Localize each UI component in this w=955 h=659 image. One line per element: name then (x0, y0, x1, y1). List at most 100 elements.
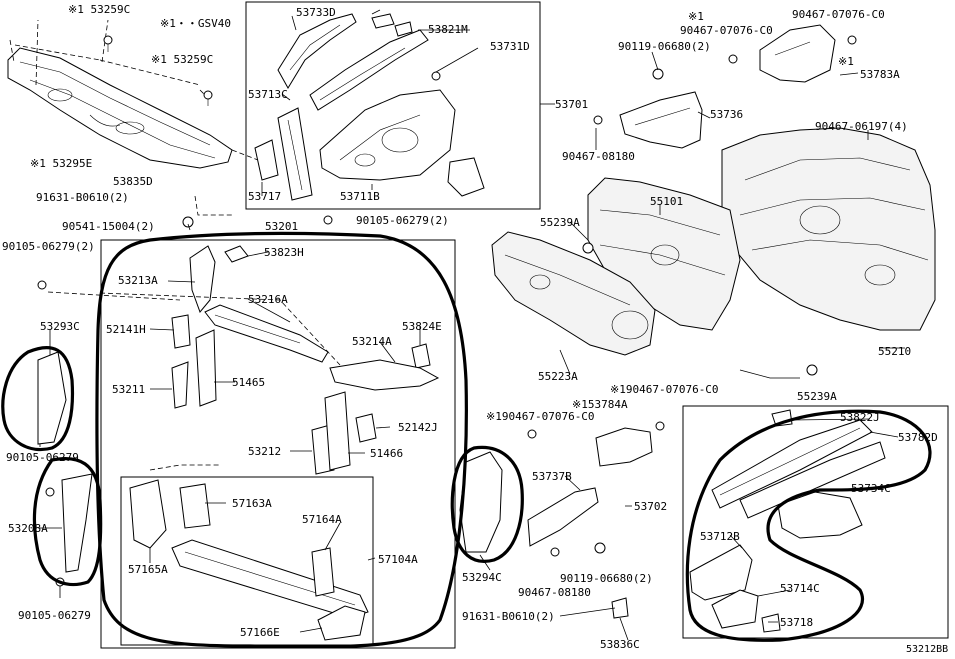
label-53701: 53701 (555, 98, 588, 111)
bracket-52141H (171, 314, 191, 349)
bolt-icon (431, 71, 441, 81)
label-53293C: 53293C (40, 320, 80, 333)
label-53214A: 53214A (352, 335, 392, 348)
bolt-icon (847, 35, 857, 45)
label-53731D: 53731D (490, 40, 530, 53)
bracket-53824E (411, 343, 431, 369)
label-53212: 53212 (248, 445, 281, 458)
label-53736: 53736 (710, 108, 743, 121)
bolt-icon (593, 115, 603, 125)
label-55210: 55210 (878, 345, 911, 358)
bracket-dashpanel-small (447, 157, 485, 197)
leader-lines (38, 9, 905, 641)
box-apron (682, 405, 949, 639)
bracket-53737B (527, 487, 599, 547)
label-note-1a: ※1 (688, 10, 704, 23)
label-53823H: 53823H (264, 246, 304, 259)
label-90467-a: 90467-07076-C0 (680, 24, 773, 37)
label-53216A: 53216A (248, 293, 288, 306)
label-53783A: 53783A (860, 68, 900, 81)
bracket-57163A (179, 483, 211, 529)
label-53717: 53717 (248, 190, 281, 203)
clip-icon (806, 364, 818, 376)
label-53835D: 53835D (113, 175, 153, 188)
label-90105-c: 90105-06279 (6, 451, 79, 464)
bracket-57166E (317, 605, 366, 641)
nut-icon (182, 216, 194, 228)
housing-53734C (777, 491, 863, 539)
label-55223A: 55223A (538, 370, 578, 383)
brace-53211 (171, 329, 217, 409)
label-91631-a: 91631-B0610(2) (36, 191, 129, 204)
clip-icon (582, 242, 594, 254)
insulator-55223A (491, 231, 656, 356)
bolt-icon (655, 421, 665, 431)
bolt-icon (45, 487, 55, 497)
box-upper-dash (245, 1, 541, 210)
insulator-55210 (721, 127, 936, 331)
label-53784A: ※153784A (572, 398, 628, 411)
label-53824E: 53824E (402, 320, 442, 333)
label-53211: 53211 (112, 383, 145, 396)
label-53712B: 53712B (700, 530, 740, 543)
cowl-panel-53295E (7, 47, 233, 169)
bracket-52142J (355, 413, 377, 443)
label-53295E: ※1 53295E (30, 157, 92, 170)
label-51466: 51466 (370, 447, 403, 460)
bracket-53823H (224, 245, 249, 263)
bracket-57165A (129, 479, 167, 549)
member-53712B (689, 544, 753, 601)
bolt-icon (550, 547, 560, 557)
label-90467-b: 90467-07076-C0 (792, 8, 885, 21)
label-90467-d: 90467-06197(4) (815, 120, 908, 133)
bolt-icon (728, 54, 738, 64)
label-53702: 53702 (634, 500, 667, 513)
label-53782D: 53782D (898, 431, 938, 444)
label-57165A: 57165A (128, 563, 168, 576)
nut-icon (594, 542, 606, 554)
label-90105-d: 90105-06279 (18, 609, 91, 622)
highlight-circle-53208A (32, 456, 103, 587)
member-53714C (711, 589, 759, 629)
bracket-53784A (595, 427, 653, 467)
label-53821M: 53821M (428, 23, 468, 36)
label-53711B: 53711B (340, 190, 380, 203)
clip-icon (103, 35, 213, 106)
label-53713C: 53713C (248, 88, 288, 101)
brace-53212 (311, 391, 351, 475)
label-90467-c: 90467-08180 (562, 150, 635, 163)
highlight-circle-apron (685, 409, 932, 642)
label-57164A: 57164A (302, 513, 342, 526)
label-90119-b: 90119-06680(2) (560, 572, 653, 585)
label-53208A: 53208A (8, 522, 48, 535)
bolt-icon (323, 215, 333, 225)
label-55239A-a: 55239A (540, 216, 580, 229)
seal-53293C (37, 351, 67, 445)
label-90541: 90541-15004(2) (62, 220, 155, 233)
label-53201: 53201 (265, 220, 298, 233)
label-52141H: 52141H (106, 323, 146, 336)
support-53216A (204, 304, 329, 363)
label-57104A: 57104A (378, 553, 418, 566)
highlight-circle-53294C (450, 445, 524, 563)
label-90105-a: 90105-06279(2) (356, 214, 449, 227)
label-53733D: 53733D (296, 6, 336, 19)
bracket-53783A (759, 24, 836, 83)
cowl-side-53733D (277, 13, 357, 89)
label-53259C-a: ※1 53259C (68, 3, 130, 16)
bracket-53713C (277, 107, 313, 201)
label-53737B: 53737B (532, 470, 572, 483)
apron-53734C (739, 441, 886, 519)
label-52142J: 52142J (398, 421, 438, 434)
cowl-brace-53731D (309, 29, 429, 111)
bracket-53821M (371, 13, 413, 37)
crossmember-57104A (171, 539, 369, 619)
bracket-53836C (611, 597, 629, 619)
label-53734C: 53734C (851, 482, 891, 495)
label-90119-a: 90119-06680(2) (618, 40, 711, 53)
plate-53717 (254, 139, 279, 181)
label-diagram-id: 53212BB (906, 644, 948, 655)
bolt-icon (37, 280, 47, 290)
label-53213A: 53213A (118, 274, 158, 287)
